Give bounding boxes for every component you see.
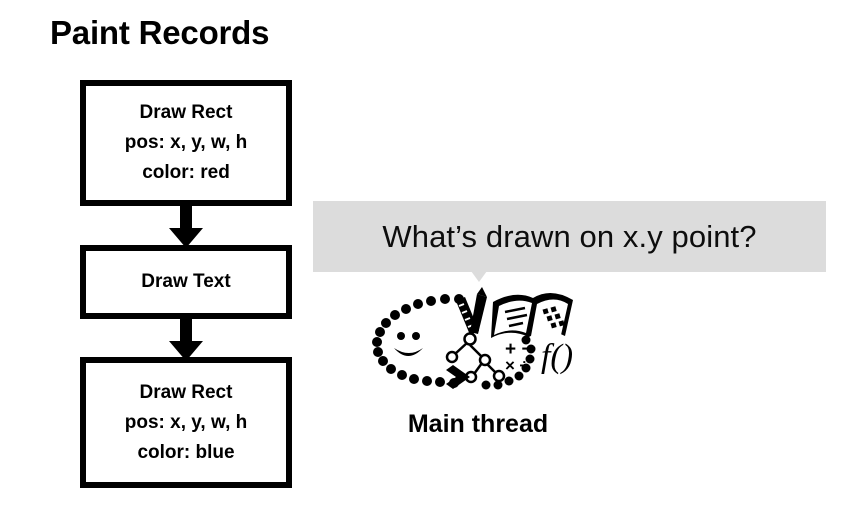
main-thread-label: Main thread <box>407 410 549 438</box>
record-line: pos: x, y, w, h <box>124 132 248 153</box>
question-bubble-tail <box>471 271 487 282</box>
svg-text:+ −: + − <box>505 339 532 360</box>
math-symbols-icon: + − × ÷ <box>505 339 532 375</box>
tree-diagram-icon <box>445 332 506 384</box>
record-line: color: blue <box>137 441 235 463</box>
arrow-record-1-to-2-icon <box>169 203 203 248</box>
svg-text:× ÷: × ÷ <box>505 356 529 375</box>
record-line: Draw Rect <box>139 381 233 403</box>
arrow-record-2-to-3-icon <box>169 316 203 361</box>
page-title: Paint Records <box>50 14 270 51</box>
paint-record-box-draw-rect-blue: Draw Rect pos: x, y, w, h color: blue <box>80 357 292 488</box>
dotted-oval-head <box>372 294 536 390</box>
thinking-head-icon: + − × ÷ f() <box>372 287 573 390</box>
question-bubble-text: What’s drawn on x.y point? <box>382 218 757 254</box>
question-bubble: What’s drawn on x.y point? <box>313 201 826 272</box>
open-book-icon <box>491 292 573 338</box>
pencil-icon <box>470 287 487 334</box>
chevron-arrow-icon <box>446 365 470 389</box>
paint-record-box-draw-text: Draw Text <box>80 245 292 319</box>
smiley-face <box>394 332 423 356</box>
function-notation-icon: f() <box>541 338 573 375</box>
record-line: Draw Text <box>141 271 231 292</box>
record-line: Draw Rect <box>139 102 233 123</box>
record-line: pos: x, y, w, h <box>124 411 248 433</box>
record-line: color: red <box>142 162 230 183</box>
paint-record-box-draw-rect-red: Draw Rect pos: x, y, w, h color: red <box>80 80 292 206</box>
